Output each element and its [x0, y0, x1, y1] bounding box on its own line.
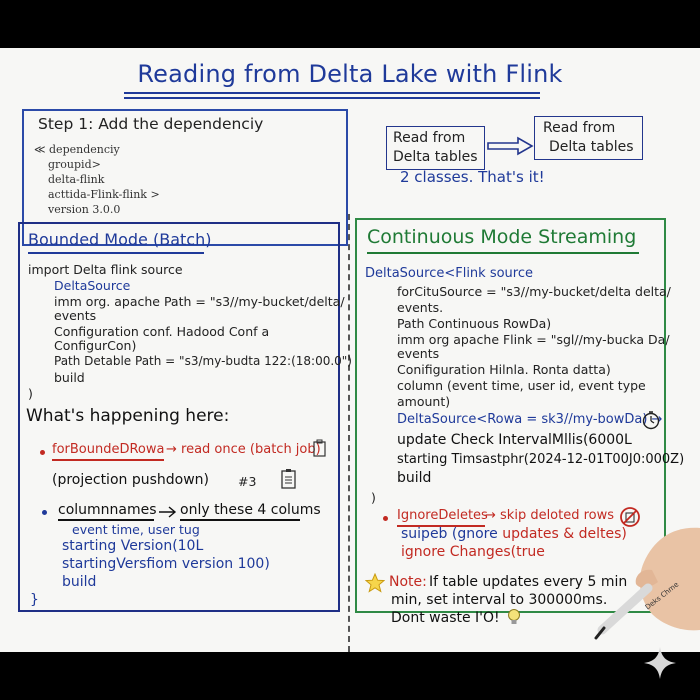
bullet1-term: forBoundeDRowa: [52, 442, 165, 457]
sub-line: build: [62, 574, 97, 590]
sub-line: }: [30, 592, 39, 608]
dep-line: groupid>: [48, 158, 101, 171]
bullet1-rest: → read once (batch job): [166, 442, 321, 457]
code-line: import Delta flink source: [28, 262, 183, 277]
flow-box-2-line: Delta tables: [549, 139, 634, 155]
title-underline-1: [124, 92, 540, 94]
code-line: ): [28, 386, 33, 401]
sub-line: startingVersfiom version 100): [62, 556, 270, 572]
code-line: column (event time, user id, event type: [397, 378, 646, 393]
code-line: imm org. apache Path = "s3//my-bucket/de…: [54, 294, 345, 309]
flow-box-1-line: Delta tables: [393, 149, 478, 165]
flow-caption: 2 classes. That's it!: [400, 168, 545, 186]
code-line: forCituSource = "s3//my-bucket/delta del…: [397, 284, 671, 299]
bullet2-rest: only these 4 colums: [180, 502, 321, 518]
sparkle-icon: [644, 647, 676, 679]
code-line: amount): [397, 394, 451, 409]
code-line: Configuration conf. Hadood Conf a: [54, 324, 270, 339]
ignore-deletes-term: IgnoreDeletes: [397, 508, 488, 523]
step1-heading: Step 1: Add the dependenciy: [38, 115, 264, 133]
bullet2-term: columnnames: [58, 502, 157, 518]
dep-line: ≪ dependenciy: [34, 143, 120, 156]
bullet2-rest-underline: [180, 519, 300, 521]
dep-line: acttida-Flink-flink >: [48, 188, 160, 201]
bullet1-underline: [52, 459, 164, 461]
whiteboard: Reading from Delta Lake with Flink Step …: [0, 48, 700, 652]
whats-happening-heading: What's happening here:: [26, 406, 230, 426]
code-line: events: [397, 346, 440, 361]
code-line: events.: [397, 300, 444, 315]
code-line: starting Timsastphr(2024-12-01T00J0:000Z…: [397, 452, 685, 467]
code-line: Path Detable Path = "s3/my-budta 122:(18…: [54, 354, 352, 368]
code-line: DeltaSource<Flink source: [365, 266, 533, 281]
clipboard-list-icon: [281, 469, 296, 489]
note-text-line: If table updates every 5 min: [429, 574, 628, 590]
code-line: Conifiguration Hilnla. Ronta datta): [397, 362, 611, 377]
bounded-heading: Bounded Mode (Batch): [28, 230, 212, 249]
right-arrow-icon: [487, 136, 534, 156]
sub-line: event time, user tug: [72, 522, 200, 537]
no-delete-icon: [620, 507, 640, 527]
hand-holding-marker-icon: [594, 527, 700, 640]
continuous-heading-underline: [367, 252, 639, 254]
lightbulb-icon: [508, 609, 520, 624]
projection-text: (projection pushdown): [52, 472, 209, 488]
flow-box-1-line: Read from: [393, 130, 466, 146]
code-line: update Check IntervalMllis(6000L: [397, 432, 632, 448]
clipboard-icon: [313, 439, 326, 457]
bullet-dot: [383, 516, 388, 521]
code-line: ): [371, 490, 376, 505]
note-number: #3: [238, 474, 257, 489]
note-label: Note:: [389, 574, 427, 590]
code-line: Path Continuous RowDa): [397, 316, 552, 331]
code-line: events: [54, 308, 97, 323]
dep-line: delta-flink: [48, 173, 105, 186]
code-line: ConfigurCon): [54, 338, 137, 353]
flow-box-1: Read from Delta tables: [386, 126, 485, 170]
step1-box: Step 1: Add the dependenciy ≪ dependenci…: [22, 109, 348, 246]
note-text-line: Dont waste I'O!: [391, 610, 500, 626]
code-line: imm org apache Flink = "sgl//my-bucka Da…: [397, 332, 670, 347]
ignore-deletes-rest: → skip deloted rows: [485, 508, 615, 523]
code-line: DeltaSource<Rowa = sk3//my-bowDa) →: [397, 412, 663, 427]
ignore-updates-prefix: suipeb (gnore: [401, 526, 503, 542]
sub-line: starting Version(10L: [62, 538, 204, 554]
page-title: Reading from Delta Lake with Flink: [137, 60, 563, 88]
continuous-panel: Continuous Mode Streaming DeltaSource<Fl…: [355, 218, 684, 626]
code-line: DeltaSource: [54, 278, 131, 293]
ignore-changes-line: ignore Changes(true: [401, 544, 545, 560]
bullet-dot: [42, 510, 47, 515]
stopwatch-icon: [642, 411, 660, 430]
dep-line: version 3.0.0: [48, 203, 121, 216]
ignore-updates-line: suipeb (gnore updates & deltes): [401, 526, 627, 542]
bounded-panel: Bounded Mode (Batch) import Delta flink …: [18, 222, 352, 612]
title-underline-2: [124, 97, 540, 99]
note-text-line: min, set interval to 300000ms.: [391, 592, 608, 608]
code-line: build: [397, 470, 432, 486]
dashed-divider: [348, 214, 350, 652]
bounded-heading-underline: [28, 252, 204, 254]
continuous-heading: Continuous Mode Streaming: [367, 226, 637, 248]
code-line: build: [54, 370, 85, 385]
ignore-deletes-underline: [397, 525, 485, 527]
bullet2-underline: [58, 519, 154, 521]
star-icon: [365, 573, 385, 593]
flow-box-2: Read from Delta tables: [534, 116, 643, 160]
bullet-dot: [40, 450, 45, 455]
flow-box-2-line: Read from: [543, 120, 616, 136]
arrow-right-icon: [159, 506, 177, 518]
ignore-updates-highlight: updates & deltes): [502, 526, 627, 542]
